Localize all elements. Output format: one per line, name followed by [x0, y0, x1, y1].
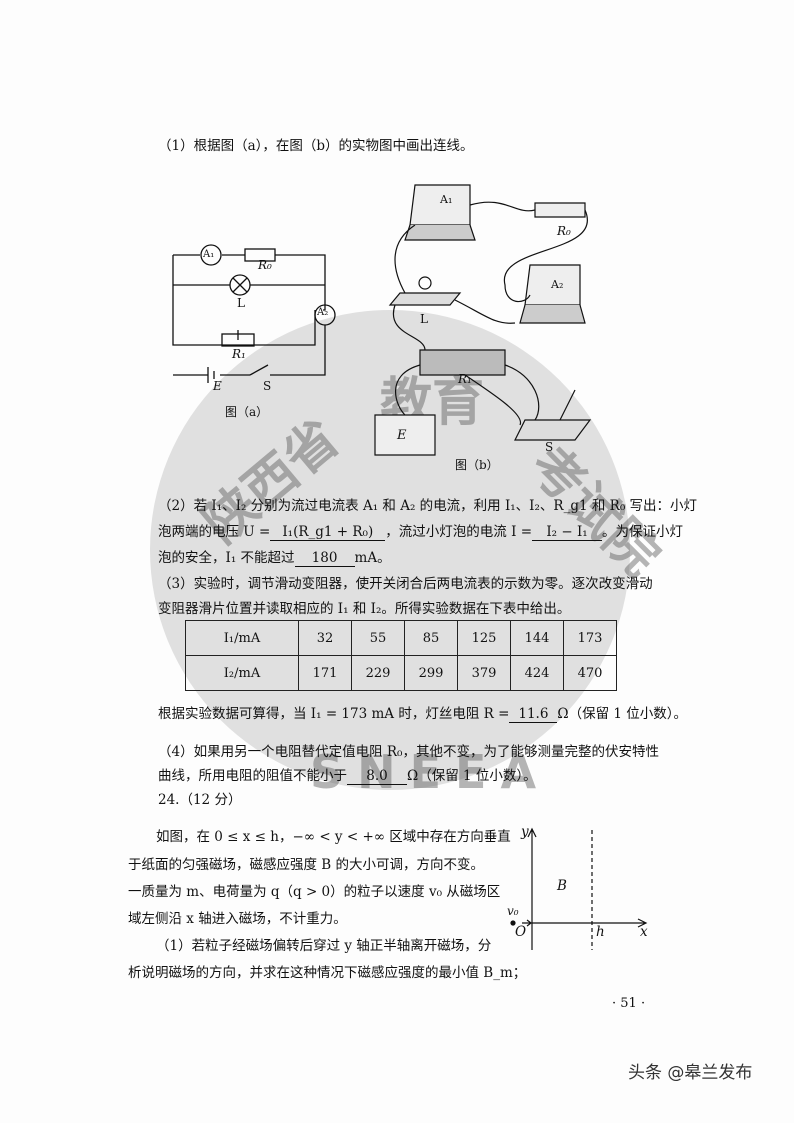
answer-resistance: 11.6 — [509, 706, 558, 723]
q2-text: 泡的安全，I₁ 不能超过 — [158, 550, 295, 566]
label-l: L — [237, 296, 245, 310]
answer-min-resistance: 8.0 — [347, 768, 407, 785]
q24-text: 析说明磁场的方向，并求在这种情况下磁感应强度的最小值 B_m； — [128, 965, 527, 981]
q2-text: 泡两端的电压 U = — [158, 524, 271, 540]
magnetic-field-figure — [510, 827, 648, 950]
page-number: · 51 · — [612, 996, 646, 1011]
h-label: h — [596, 924, 605, 940]
q24-text: 于纸面的匀强磁场，磁感应强度 B 的大小可调，方向不变。 — [128, 857, 485, 873]
q3-line1: （3）实验时，调节滑动变阻器，使开关闭合后两电流表的示数为零。逐次改变滑动 — [158, 576, 653, 592]
label-b-e: E — [397, 428, 407, 443]
cell: 470 — [563, 655, 617, 691]
q24-text: 如图，在 0 ≤ x ≤ h，−∞ < y < +∞ 区域中存在方向垂直 — [156, 829, 511, 845]
cell: 144 — [510, 620, 564, 656]
label-b-a1: A₁ — [440, 193, 453, 206]
q2-text: 。为保证小灯 — [602, 524, 684, 540]
q3-result: Ω（保留 1 位小数）。 — [557, 706, 688, 722]
answer-max-current: 180 — [294, 550, 355, 567]
axis-x-label: x — [640, 924, 648, 940]
q4-line1: （4）如果用另一个电阻替代定值电阻 R₀，其他不变，为了能够测量完整的伏安特性 — [158, 744, 659, 760]
label-b-r1: R₁ — [458, 372, 472, 386]
label-a2: A₂ — [317, 307, 329, 318]
q3-line2: 变阻器滑片位置并读取相应的 I₁ 和 I₂。所得实验数据在下表中给出。 — [158, 601, 571, 617]
q2-text: ，流过小灯泡的电流 I = — [385, 524, 533, 540]
q3-result: 根据实验数据可算得，当 I₁ = 173 mA 时，灯丝电阻 R = — [158, 706, 510, 722]
q2-text: mA。 — [354, 550, 391, 566]
q24-text: （1）若粒子经磁场偏转后穿过 y 轴正半轴离开磁场，分 — [156, 938, 492, 954]
cell: 173 — [563, 620, 617, 656]
cell: 299 — [404, 655, 458, 691]
label-b-s: S — [545, 440, 554, 454]
figure-a-circuit — [172, 244, 336, 383]
label-b-l: L — [420, 312, 428, 326]
q4-text: 曲线，所用电阻的阻值不能小于 — [158, 768, 347, 784]
cell: 379 — [457, 655, 511, 691]
cell: 424 — [510, 655, 564, 691]
field-label: B — [557, 878, 567, 894]
q24-header: 24.（12 分） — [158, 792, 242, 808]
figure-b-caption: 图（b） — [455, 458, 499, 472]
q24-text: 一质量为 m、电荷量为 q（q > 0）的粒子以速度 v₀ 从磁场区 — [128, 884, 501, 900]
cell: 85 — [404, 620, 458, 656]
label-b-r0: R₀ — [557, 224, 571, 238]
answer-current: I₂ − I₁ — [532, 524, 603, 541]
cell: 125 — [457, 620, 511, 656]
label-b-a2: A₂ — [551, 278, 564, 291]
label-r0: R₀ — [258, 258, 272, 272]
cell: 55 — [351, 620, 405, 656]
q24-text: 域左侧沿 x 轴进入磁场，不计重力。 — [128, 911, 347, 927]
label-s: S — [263, 379, 272, 393]
answer-voltage: I₁(R_g1 + R₀) — [270, 524, 386, 541]
axis-y-label: y — [521, 824, 529, 840]
row-header: I₂/mA — [185, 655, 299, 691]
watermark-abbr: SNEEA — [310, 745, 551, 799]
q1-text: （1）根据图（a），在图（b）的实物图中画出连线。 — [158, 138, 474, 154]
label-r1: R₁ — [232, 347, 246, 361]
origin-label: O — [515, 924, 527, 940]
watermark-seal — [150, 310, 630, 790]
label-e: E — [213, 379, 222, 393]
footer-watermark: 头条 @皋兰发布 — [628, 1063, 753, 1083]
row-header: I₁/mA — [185, 620, 299, 656]
velocity-label: v₀ — [507, 904, 519, 918]
cell: 229 — [351, 655, 405, 691]
figure-b-apparatus — [374, 184, 592, 456]
figure-a-caption: 图（a） — [225, 405, 269, 419]
cell: 171 — [298, 655, 352, 691]
q2-line1: （2）若 I₁、I₂ 分别为流过电流表 A₁ 和 A₂ 的电流，利用 I₁、I₂… — [158, 498, 698, 514]
label-a1: A₁ — [203, 249, 215, 260]
q4-text: Ω（保留 1 位小数）。 — [407, 768, 537, 784]
cell: 32 — [298, 620, 352, 656]
